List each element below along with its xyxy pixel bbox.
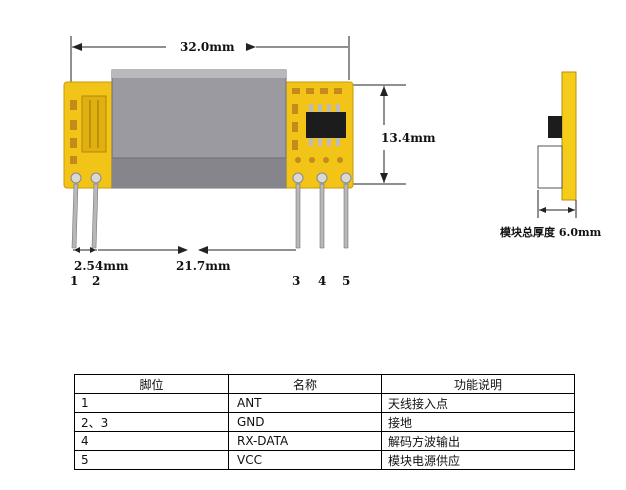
table-row: 2、3 GND 接地 (74, 412, 575, 432)
pin-4 (319, 183, 325, 249)
side-shield (537, 145, 563, 189)
pins (71, 183, 349, 249)
header-name: 名称 (228, 374, 382, 394)
cell-function: 天线接入点 (381, 393, 575, 413)
pin-number-5: 5 (342, 274, 350, 288)
pin-table: 脚位 名称 功能说明 1 ANT 天线接入点 2、3 GND 接地 4 RX-D… (74, 374, 575, 470)
cell-pin: 1 (74, 393, 229, 413)
cell-name: RX-DATA (228, 431, 382, 451)
antenna-trace (81, 95, 107, 153)
cell-pin: 4 (74, 431, 229, 451)
height-label: 13.4mm (381, 131, 436, 145)
cell-function: 接地 (381, 412, 575, 432)
ic-chip (306, 112, 346, 138)
table-header-row: 脚位 名称 功能说明 (74, 374, 575, 394)
cell-pin: 5 (74, 450, 229, 470)
cell-name: ANT (228, 393, 382, 413)
thickness-label: 模块总厚度 6.0mm (500, 225, 602, 239)
pin-5 (343, 183, 349, 249)
span-label: 21.7mm (176, 259, 231, 273)
pitch-label: 2.54mm (74, 259, 129, 273)
pin-number-4: 4 (318, 274, 326, 288)
rf-module-board (63, 69, 354, 189)
pin-1 (71, 183, 79, 249)
cell-name: VCC (228, 450, 382, 470)
pin-3 (295, 183, 301, 249)
cell-function: 模块电源供应 (381, 450, 575, 470)
pitch-dimension: 2.54mm (73, 247, 129, 273)
cell-function: 解码方波输出 (381, 431, 575, 451)
side-pcb (561, 71, 577, 201)
table-row: 5 VCC 模块电源供应 (74, 450, 575, 470)
side-view: 模块总厚度 6.0mm (500, 71, 602, 239)
span-dimension: 21.7mm (98, 246, 296, 273)
pin-number-3: 3 (292, 274, 300, 288)
cell-name: GND (228, 412, 382, 432)
cell-pin: 2、3 (74, 412, 229, 432)
length-dimension: 32.0mm (70, 36, 350, 82)
module-diagram: 32.0mm 13.4mm (63, 36, 602, 288)
height-dimension: 13.4mm (348, 84, 436, 185)
right-components (292, 88, 346, 163)
length-label: 32.0mm (180, 40, 235, 54)
pin-number-1: 1 (70, 274, 78, 288)
pin-number-2: 2 (92, 274, 100, 288)
header-function: 功能说明 (381, 374, 575, 394)
header-pin: 脚位 (74, 374, 229, 394)
pin-2 (91, 183, 99, 249)
side-component (548, 116, 562, 138)
table-row: 4 RX-DATA 解码方波输出 (74, 431, 575, 451)
table-row: 1 ANT 天线接入点 (74, 393, 575, 413)
